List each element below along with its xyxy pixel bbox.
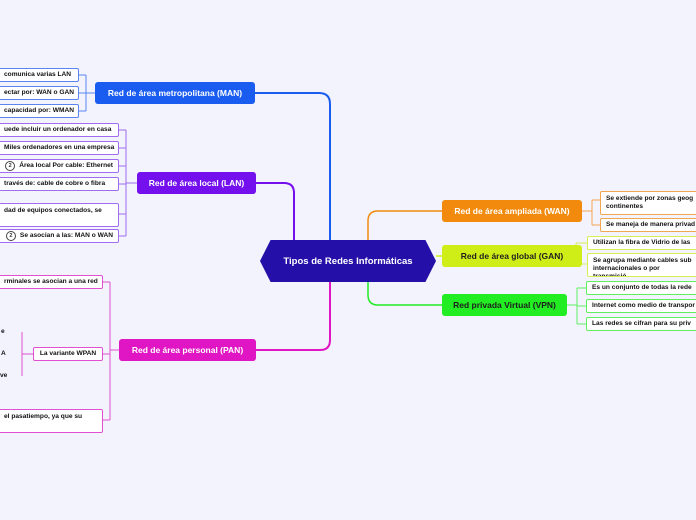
- branch-pan-label: Red de área personal (PAN): [131, 345, 244, 355]
- subtopic-label: Se asocian a las: MAN o WAN: [19, 232, 113, 239]
- connector-wpan-subs: [21, 332, 33, 376]
- lan-subtopic-4[interactable]: través de: cable de cobre o fibra: [0, 177, 119, 191]
- wpan-fragment-3: ve: [0, 372, 8, 379]
- connector-central-pan: [256, 282, 331, 351]
- man-subtopic-2[interactable]: ectar por: WAN o GAN: [0, 86, 79, 100]
- subtopic-label: Las redes se cifran para su priv: [592, 320, 691, 327]
- subtopic-label: Es un conjunto de todas la rede: [592, 284, 692, 291]
- subtopic-label: capacidad por: WMAN: [4, 107, 74, 114]
- subtopic-label: dad de equipos conectados, se: [4, 207, 102, 214]
- connector-central-wan: [367, 210, 442, 240]
- subtopic-label: Se agrupa mediante cables sub internacio…: [593, 257, 692, 277]
- connector-central-lan: [256, 182, 295, 240]
- subtopic-label: el pasatiempo, ya que su: [4, 413, 83, 420]
- subtopic-label: Se extiende por zonas geog continentes: [606, 195, 694, 210]
- branch-lan[interactable]: Red de área local (LAN): [137, 172, 256, 194]
- connector-central-vpn: [367, 282, 442, 306]
- vpn-subtopic-2[interactable]: Internet como medio de transpor: [586, 299, 696, 313]
- branch-lan-label: Red de área local (LAN): [148, 178, 245, 188]
- subtopic-label: ectar por: WAN o GAN: [4, 89, 74, 96]
- branch-gan-label: Red de área global (GAN): [460, 251, 564, 261]
- subtopic-label: Internet como medio de transpor: [592, 302, 695, 309]
- gan-subtopic-2[interactable]: Se agrupa mediante cables sub internacio…: [587, 253, 696, 277]
- central-topic[interactable]: Tipos de Redes Informáticas: [260, 240, 436, 282]
- subtopic-label: Miles ordenadores en una empresa: [4, 144, 115, 151]
- subtopic-label: comunica varias LAN: [4, 71, 72, 78]
- vpn-subtopic-1[interactable]: Es un conjunto de todas la rede: [586, 281, 696, 295]
- lan-subtopic-5[interactable]: dad de equipos conectados, se: [0, 203, 119, 227]
- branch-man-label: Red de área metropolitana (MAN): [107, 88, 243, 98]
- lan-subtopic-3[interactable]: 2 Área local Por cable: Ethernet: [0, 159, 119, 173]
- pan-subtopic-wpan[interactable]: La variante WPAN: [33, 347, 103, 361]
- man-subtopic-1[interactable]: comunica varias LAN: [0, 68, 79, 82]
- wan-subtopic-2[interactable]: Se maneja de manera privad: [600, 218, 696, 232]
- wpan-fragment-2: A: [1, 350, 6, 357]
- branch-man[interactable]: Red de área metropolitana (MAN): [95, 82, 255, 104]
- gan-subtopic-1[interactable]: Utilizan la fibra de Vidrio de las: [587, 236, 696, 250]
- wan-subtopic-1[interactable]: Se extiende por zonas geog continentes: [600, 191, 696, 215]
- subtopic-label: La variante WPAN: [39, 350, 97, 357]
- subtopic-label: través de: cable de cobre o fibra: [4, 180, 106, 187]
- branch-gan[interactable]: Red de área global (GAN): [442, 245, 582, 267]
- subtopic-label: uede incluir un ordenador en casa: [4, 126, 112, 133]
- branch-vpn-label: Red privada Virtual (VPN): [453, 300, 556, 310]
- lan-subtopic-2[interactable]: Miles ordenadores en una empresa: [0, 141, 119, 155]
- pan-subtopic-3[interactable]: el pasatiempo, ya que su: [0, 409, 103, 433]
- count-badge[interactable]: 2: [5, 161, 16, 171]
- vpn-subtopic-3[interactable]: Las redes se cifran para su priv: [586, 317, 696, 331]
- connector-vpn-subs: [567, 287, 586, 325]
- subtopic-label: Se maneja de manera privad: [606, 221, 696, 228]
- subtopic-label: Utilizan la fibra de Vidrio de las: [593, 239, 691, 246]
- connector-central-man: [255, 92, 331, 240]
- pan-subtopic-1[interactable]: rminales se asocian a una red: [0, 275, 103, 289]
- branch-vpn[interactable]: Red privada Virtual (VPN): [442, 294, 567, 316]
- branch-pan[interactable]: Red de área personal (PAN): [119, 339, 256, 361]
- branch-wan[interactable]: Red de área ampliada (WAN): [442, 200, 582, 222]
- subtopic-label: rminales se asocian a una red: [4, 278, 98, 285]
- branch-wan-label: Red de área ampliada (WAN): [454, 206, 570, 216]
- connector-wan-subs: [582, 199, 600, 226]
- connector-man-subs: [79, 74, 95, 112]
- lan-subtopic-6[interactable]: 2 Se asocian a las: MAN o WAN: [0, 229, 119, 243]
- subtopic-label: Área local Por cable: Ethernet: [19, 162, 113, 169]
- man-subtopic-3[interactable]: capacidad por: WMAN: [0, 104, 79, 118]
- lan-subtopic-1[interactable]: uede incluir un ordenador en casa: [0, 123, 119, 137]
- wpan-fragment-1: e: [1, 328, 5, 335]
- count-badge[interactable]: 2: [5, 231, 16, 241]
- central-topic-label: Tipos de Redes Informáticas: [283, 255, 413, 267]
- connector-lan-subs: [119, 129, 137, 237]
- connector-pan-subs: [103, 281, 119, 421]
